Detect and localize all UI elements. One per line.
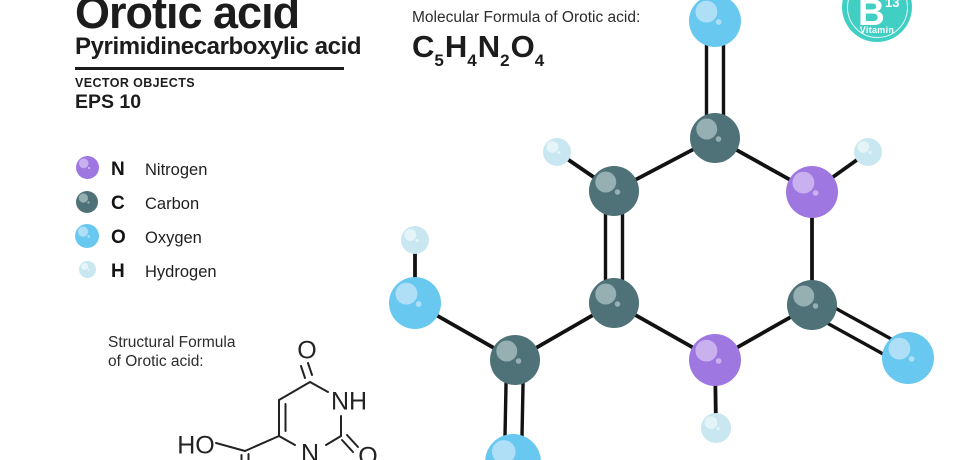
sf-atom-label: N <box>301 440 319 460</box>
atom-oxygen <box>689 0 741 47</box>
atom-hydrogen <box>701 413 731 443</box>
legend-symbol: H <box>111 261 125 282</box>
formula-element: H <box>444 29 468 64</box>
formula-element: O <box>510 29 535 64</box>
atom-oxygen <box>882 332 934 384</box>
structural-formula-caption: Structural Formula of Orotic acid: <box>108 334 235 371</box>
formula-element: C <box>412 29 435 64</box>
legend-ball <box>76 190 98 213</box>
formula-subscript: 2 <box>500 51 510 70</box>
bonds <box>413 21 913 460</box>
legend-ball <box>75 223 99 248</box>
legend-item-hydrogen: H Hydrogen <box>74 255 217 289</box>
legend-ball <box>78 261 96 278</box>
legend-symbol: N <box>111 159 125 180</box>
atom-oxygen <box>389 277 441 329</box>
atom-oxygen <box>485 434 541 460</box>
vector-objects-label: VECTOR OBJECTS <box>75 76 195 90</box>
atom-color-legend: N Nitrogen C Carbon O Oxygen H Hydrogen <box>74 153 217 289</box>
badge-superscript: 13 <box>885 0 900 10</box>
legend-symbol: O <box>111 227 126 248</box>
legend-name: Hydrogen <box>145 262 217 281</box>
structural-formula-drawing: O NH N O HO <box>177 337 378 460</box>
molecular-formula-caption: Molecular Formula of Orotic acid: <box>412 9 641 26</box>
hydrogen-ball-icon <box>78 261 96 283</box>
badge-caption: Vitamin <box>859 25 895 35</box>
legend-item-oxygen: O Oxygen <box>74 221 217 255</box>
sf-atom-labels: O NH N O HO <box>177 337 377 460</box>
page-subtitle: Pyrimidinecarboxylic acid <box>75 33 362 60</box>
sf-atom-label: NH <box>331 388 367 416</box>
oxygen-ball-icon <box>75 223 99 253</box>
atom-carbon <box>490 335 540 385</box>
molecule-3d-model <box>389 0 934 460</box>
atom-hydrogen <box>401 226 429 254</box>
molecular-formula: C5H4N2O4 <box>412 29 640 70</box>
structural-caption-line1: Structural Formula <box>108 334 236 351</box>
formula-element: N <box>477 29 501 64</box>
structural-caption-line2: of Orotic acid: <box>108 352 204 370</box>
formula-subscript: 4 <box>534 51 545 70</box>
page-title: Orotic acid <box>75 0 300 38</box>
atoms <box>389 0 934 460</box>
legend-name: Nitrogen <box>145 160 208 179</box>
sf-atom-label: O <box>297 337 316 365</box>
legend-name: Oxygen <box>145 228 202 247</box>
molecular-formula-block: Molecular Formula of Orotic acid: C5H4N2… <box>412 9 641 70</box>
legend-name: Carbon <box>145 194 200 213</box>
atom-carbon <box>690 113 740 163</box>
formula-subscript: 4 <box>467 51 477 70</box>
atom-carbon <box>589 278 639 328</box>
legend-item-carbon: C Carbon <box>74 187 217 221</box>
sf-atom-label: O <box>358 443 377 460</box>
legend-ball <box>75 156 99 179</box>
formula-subscript: 5 <box>434 51 444 70</box>
atom-carbon <box>589 166 639 216</box>
legend-item-nitrogen: N Nitrogen <box>74 153 217 187</box>
title-divider <box>75 67 344 70</box>
badge-letter: B <box>858 0 885 33</box>
atom-hydrogen <box>854 138 882 166</box>
carbon-ball-icon <box>76 190 98 218</box>
atom-carbon <box>787 280 837 330</box>
sf-atom-label: HO <box>177 432 215 460</box>
atom-nitrogen <box>786 166 838 218</box>
atom-hydrogen <box>543 138 571 166</box>
atom-nitrogen <box>689 334 741 386</box>
sf-bonds <box>215 362 359 460</box>
eps-label: EPS 10 <box>75 91 142 113</box>
legend-symbol: C <box>111 193 125 214</box>
nitrogen-ball-icon <box>75 156 99 184</box>
